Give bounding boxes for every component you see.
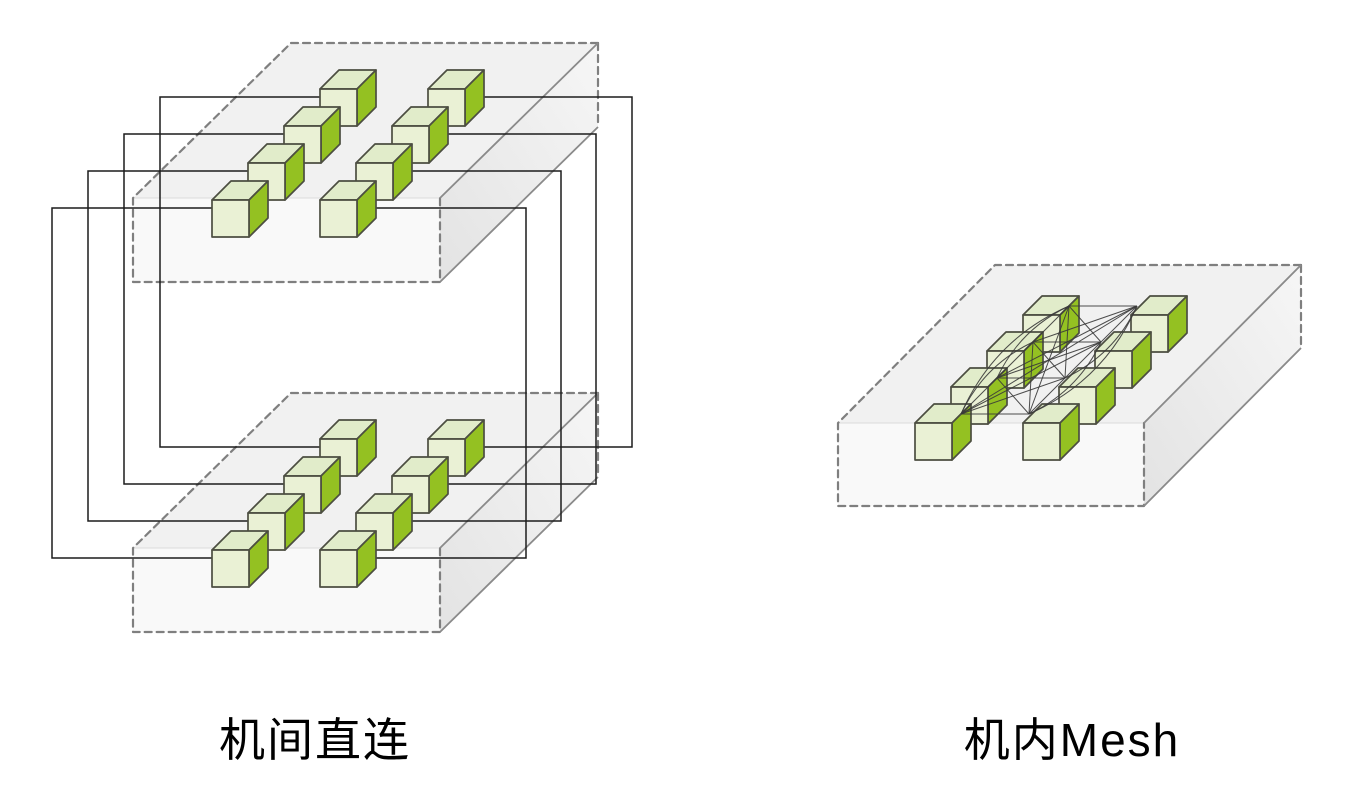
- chip-cube: [319, 180, 377, 238]
- slab-side-face: [440, 393, 598, 632]
- slab-dashed-outline: [131, 391, 600, 634]
- mesh-link: [1028, 341, 1034, 415]
- chip-cube: [914, 403, 972, 461]
- inter-machine-link: [123, 133, 304, 485]
- mesh-link: [1028, 305, 1138, 415]
- mesh-link: [1068, 305, 1102, 343]
- mesh-link: [1064, 305, 1070, 379]
- inter-machine-direct-diagram: [51, 41, 633, 634]
- mesh-link: [960, 305, 1070, 415]
- chip-cube: [319, 530, 377, 588]
- intra-machine-label: 机内Mesh: [964, 714, 1180, 766]
- mesh-link: [1064, 305, 1138, 379]
- chip-cube: [1022, 403, 1080, 461]
- slab-side-face: [1144, 265, 1301, 506]
- inter-machine-link: [51, 207, 232, 559]
- slab-dashed-outline: [131, 41, 600, 284]
- slab-solid-edges: [1143, 264, 1302, 507]
- chip-cube: [211, 530, 269, 588]
- inter-machine-link: [159, 96, 340, 448]
- mesh-link: [1028, 377, 1066, 415]
- mesh-link: [1028, 305, 1070, 415]
- mesh-link: [996, 341, 1034, 379]
- inter-machine-link: [362, 207, 527, 559]
- chip-cube: [211, 180, 269, 238]
- inter-machine-link: [87, 170, 268, 522]
- slab-front-face: [133, 548, 440, 632]
- mesh-link: [996, 377, 1030, 415]
- inter-machine-link: [470, 96, 633, 448]
- mesh-link: [1064, 341, 1102, 379]
- slab-side-face: [440, 43, 598, 282]
- mesh-link: [996, 305, 1070, 379]
- inter-machine-label: 机间直连: [219, 714, 411, 766]
- slab-front-face: [133, 198, 440, 282]
- slab-solid-edges: [439, 392, 599, 633]
- mesh-link: [1032, 305, 1070, 343]
- mesh-link: [960, 377, 998, 415]
- intra-machine-mesh-diagram: [836, 263, 1303, 508]
- inter-machine-link: [434, 133, 597, 485]
- slab-dashed-outline: [836, 263, 1303, 508]
- inter-machine-link: [398, 170, 562, 522]
- slab-solid-edges: [439, 42, 599, 283]
- slab-front-face: [838, 423, 1144, 506]
- mesh-link: [1100, 305, 1138, 343]
